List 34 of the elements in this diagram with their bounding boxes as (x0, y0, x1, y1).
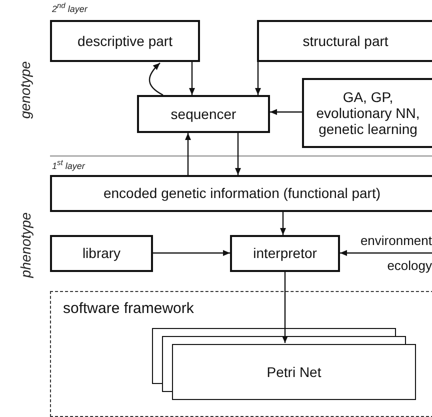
box-label: Petri Net (266, 364, 322, 380)
process-box (257, 20, 432, 62)
stacked-boxes (172, 344, 416, 400)
box-label: library (82, 245, 121, 262)
side-label: environment (360, 234, 432, 249)
layer-label: 1$^{st}$ layer (52, 158, 85, 171)
layer-label: 2$^{nd}$ layer (52, 1, 88, 14)
framework-container (50, 291, 432, 417)
box-label: descriptive part (78, 32, 172, 50)
process-box (50, 235, 153, 272)
arrow (185, 133, 191, 175)
arrow (189, 62, 195, 95)
arrow (340, 250, 432, 256)
box-label: encoded genetic information (functional part) (103, 185, 381, 202)
arrow (280, 212, 286, 235)
arrow (235, 133, 241, 175)
arrow (148, 62, 164, 96)
box-label: GA, GP, evolutionary NN, genetic learning (315, 88, 421, 138)
section-label: genotype (16, 61, 33, 119)
arrow (255, 62, 261, 95)
box-label: sequencer (170, 106, 236, 122)
side-label: ecology (387, 259, 432, 274)
arrow (282, 272, 288, 343)
process-box (50, 20, 200, 62)
process-box (302, 78, 432, 148)
box-label: interpretor (253, 245, 317, 262)
container-title: software framework (63, 300, 194, 318)
arrow (153, 250, 230, 256)
section-label: phenotype (17, 212, 34, 278)
box-label: structural part (302, 32, 388, 50)
process-box (50, 175, 432, 212)
arrow (270, 109, 302, 115)
process-box (137, 95, 270, 133)
process-box (230, 235, 340, 272)
